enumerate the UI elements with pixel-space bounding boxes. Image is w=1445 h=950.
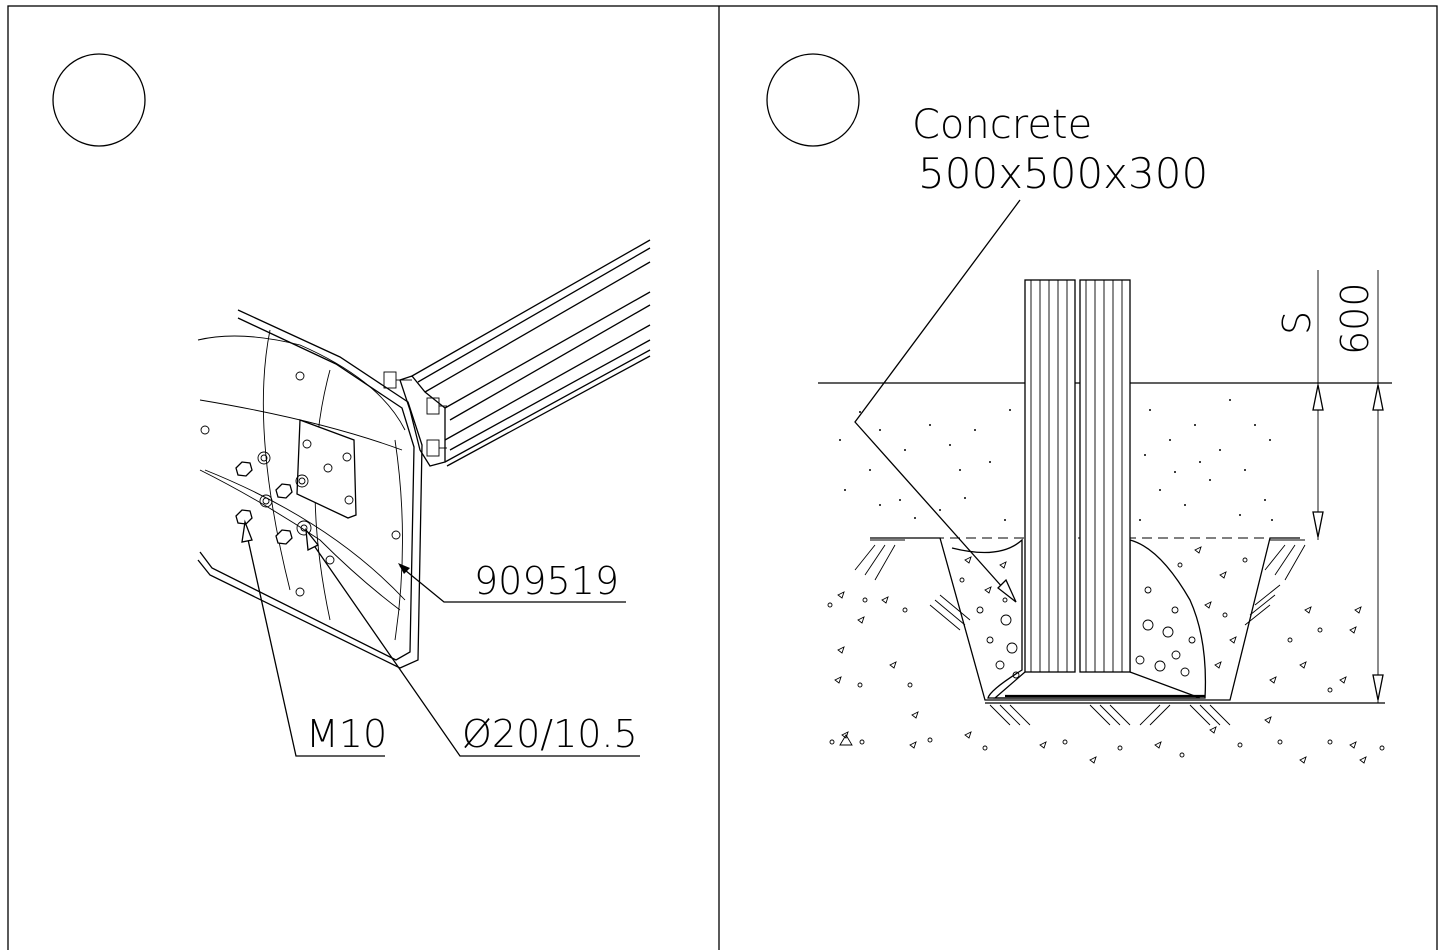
sheet-frame (7, 5, 1438, 950)
post-profile (993, 279, 1205, 699)
step-number-circle-right (766, 53, 860, 147)
dimension-600-label: 600 (1333, 282, 1377, 355)
washer-size-label: Ø20/10.5 (462, 712, 638, 756)
ground-hatch-symbols (854, 539, 1306, 726)
part-number-label: 909519 (474, 559, 619, 603)
nut-group (235, 451, 312, 545)
concrete-leader (854, 199, 1021, 599)
step-number-circle-left (52, 53, 146, 147)
post-base-plate-drawing (197, 309, 423, 669)
dimension-s: S (1275, 270, 1324, 540)
dimension-s-label: S (1275, 311, 1319, 335)
part-number-callout: 909519 (398, 559, 626, 603)
concrete-size-label: 500x500x300 (918, 149, 1208, 198)
foundation-pit (870, 537, 1300, 701)
soil-hatch-bottom (827, 546, 1385, 764)
right-panel: Concrete 500x500x300 (766, 53, 1392, 764)
bolt-callout: M10 (241, 519, 387, 757)
bolt-size-label: M10 (306, 712, 387, 756)
concrete-block (951, 538, 1207, 699)
left-panel: 909519 M10 Ø20/10.5 (52, 53, 651, 757)
aluminium-profile-drawing (383, 239, 651, 467)
concrete-label: Concrete (912, 102, 1092, 148)
concrete-aggregate (976, 586, 1196, 679)
soil-hatch-top (839, 399, 1273, 521)
dimension-600: 600 (1333, 270, 1384, 703)
washer-callout: Ø20/10.5 (305, 527, 640, 757)
